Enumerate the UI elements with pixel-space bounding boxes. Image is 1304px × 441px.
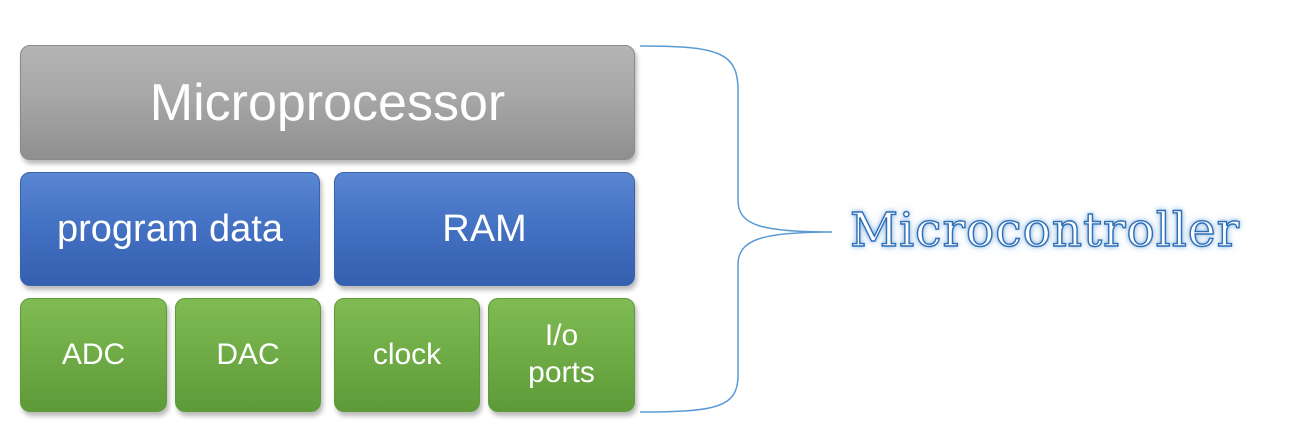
microprocessor-label: Microprocessor (149, 73, 506, 132)
io-ports-label-line-1: I/o (544, 319, 579, 353)
ram-label: RAM (442, 207, 527, 250)
adc-label: ADC (61, 337, 126, 371)
microcontroller-label: Microcontroller (849, 202, 1241, 258)
program-data-label: program data (56, 207, 283, 250)
io-ports-label: I/o ports (528, 318, 595, 391)
dac-block: DAC (175, 298, 321, 412)
ram-block: RAM (334, 172, 635, 286)
microprocessor-block: Microprocessor (20, 45, 635, 160)
clock-block: clock (334, 298, 480, 412)
dac-label: DAC (216, 337, 280, 371)
clock-label: clock (372, 337, 442, 371)
io-ports-label-line-2: ports (528, 356, 595, 389)
adc-block: ADC (20, 298, 167, 412)
right-brace-path (639, 45, 833, 413)
program-data-block: program data (20, 172, 320, 286)
io-ports-block: I/o ports (488, 298, 635, 412)
